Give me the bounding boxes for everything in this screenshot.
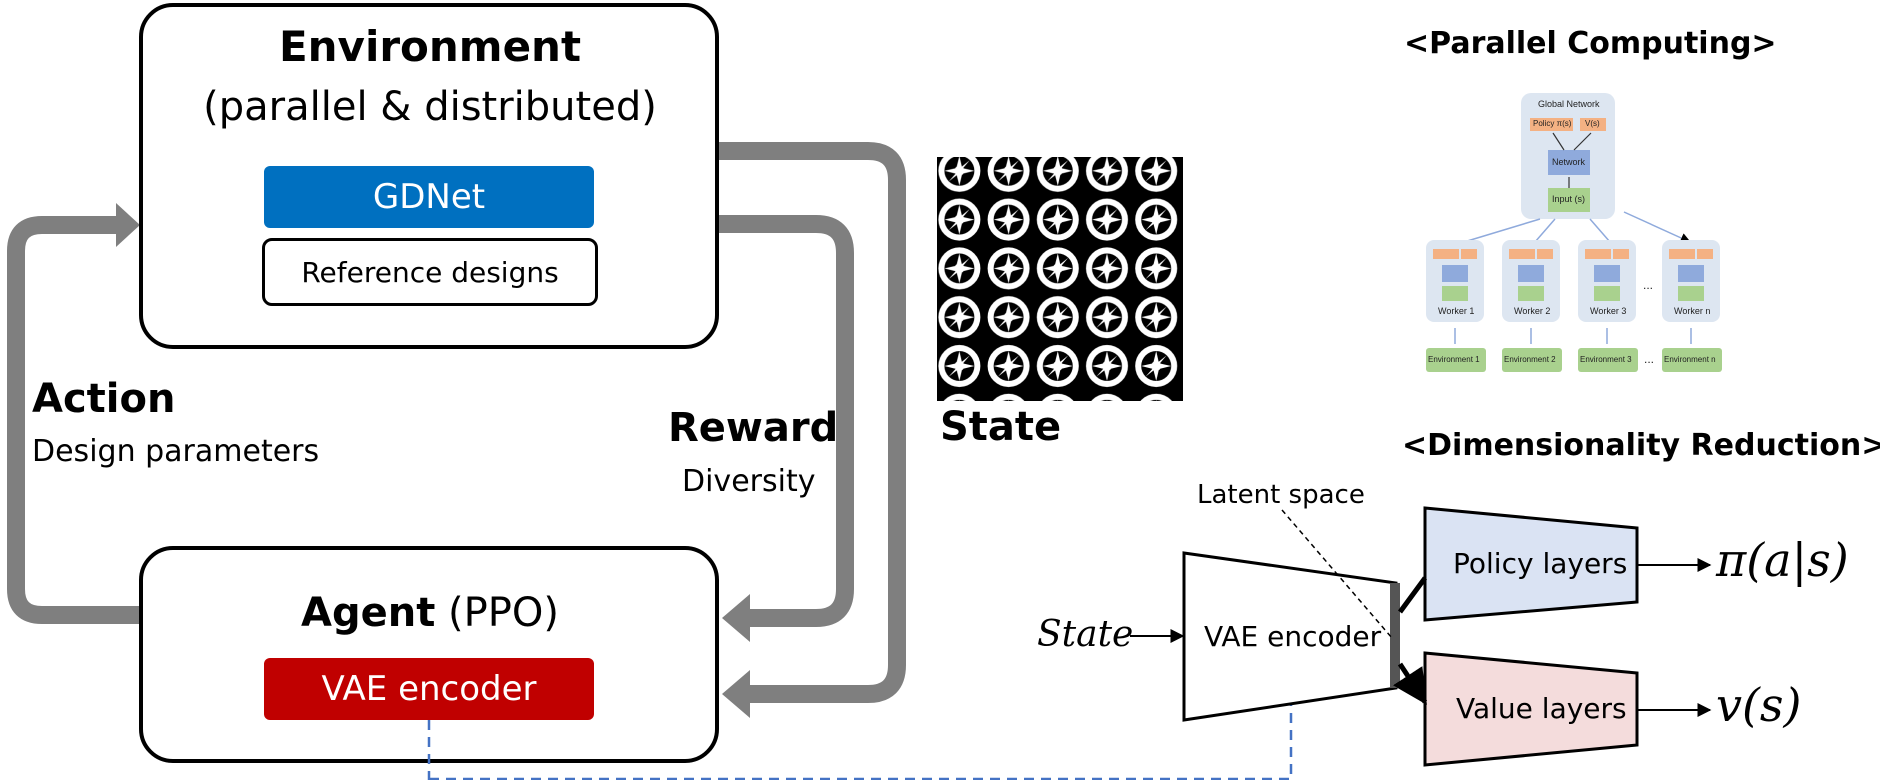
value-head [1580,118,1606,131]
reference-designs-label: Reference designs [301,255,559,289]
state-title: State [940,404,1062,450]
environment-subtitle: (parallel & distributed) [203,84,657,130]
reference-designs-box: Reference designs [262,238,598,306]
latent-pointer [1281,509,1393,639]
gdnet-label: GDNet [372,177,486,217]
latent-space-label: Latent space [1197,480,1365,510]
agent-title-rest: (PPO) [435,590,559,636]
env-label-3: Environment 3 [1580,355,1632,364]
policy-trapezoid [1423,506,1639,622]
gdnet-box: GDNet [264,166,594,228]
agent-vae-encoder-box: VAE encoder [264,658,594,720]
worker-label-3: Worker 3 [1590,306,1627,316]
dimensionality-reduction-title: <Dimensionality Reduction> [1402,428,1880,463]
reward-title: Reward [668,405,839,451]
agent-title-bold: Agent [301,590,436,636]
policy-head [1530,118,1573,131]
environment-boxes [1426,348,1722,372]
global-network-label: Global Network [1538,99,1600,109]
worker-label-n: Worker n [1674,306,1711,316]
input-label: Input (s) [1552,194,1586,204]
state-input-label: State [1037,614,1134,655]
dimensionality-reduction-diagram [1130,506,1712,767]
latent-bar [1390,583,1400,688]
worker-label-2: Worker 2 [1514,306,1551,316]
worker-label-1: Worker 1 [1438,306,1475,316]
env-label-n: Environment n [1664,355,1716,364]
policy-layers-label: Policy layers [1453,547,1628,580]
state-image-grid [937,157,1183,401]
vae-encoder-label: VAE encoder [1204,620,1382,653]
policy-head-label: Policy π(s) [1533,119,1572,128]
environment-title: Environment [278,22,582,71]
env-label-1: Environment 1 [1428,355,1480,364]
input-block [1548,188,1590,212]
agent-title: Agent (PPO) [143,590,717,636]
network-label: Network [1552,157,1586,167]
vae-dashed-link [427,700,1293,780]
value-output-label: v(s) [1716,678,1802,732]
value-layers-label: Value layers [1456,692,1627,725]
worker-ellipsis: ... [1643,278,1654,292]
worker-boxes [1426,240,1720,322]
env-ellipsis: ... [1644,352,1655,366]
action-subtitle: Design parameters [32,434,320,469]
value-head-label: V(s) [1585,119,1600,128]
reward-arrowhead [722,594,750,642]
reward-arrow [717,215,854,627]
action-arrowhead [116,203,140,247]
network-block [1548,150,1590,175]
action-arrow [7,216,143,624]
outer-state-arrow [717,142,906,703]
reward-subtitle: Diversity [682,464,816,499]
parallel-computing-title: <Parallel Computing> [1404,26,1777,61]
env-label-2: Environment 2 [1504,355,1556,364]
feedback-arrows [7,142,906,718]
outer-state-arrowhead [722,670,750,718]
policy-output-label: π(a|s) [1716,533,1849,587]
agent-vae-encoder-label: VAE encoder [321,669,537,709]
action-title: Action [32,376,176,422]
parallel-computing-diagram [1426,93,1722,372]
